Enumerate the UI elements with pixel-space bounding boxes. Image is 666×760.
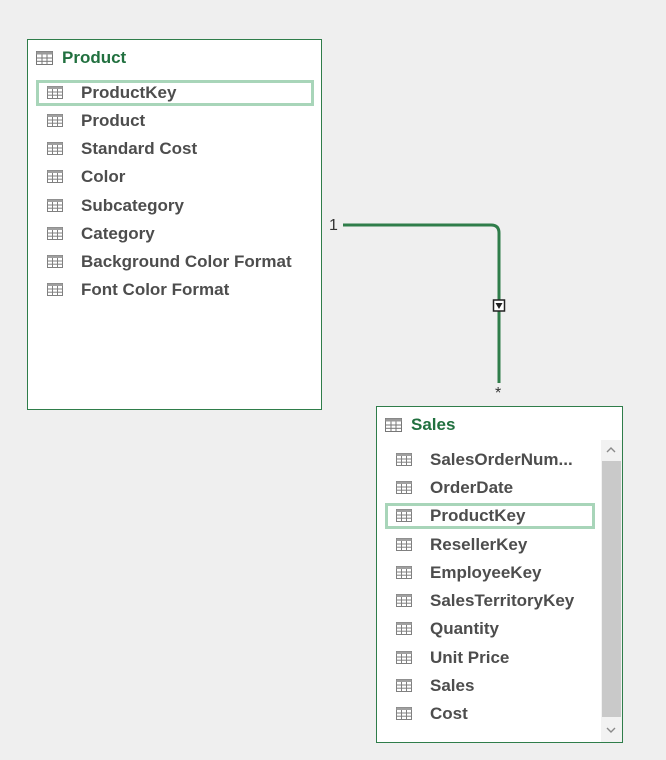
field-label: Color [81,167,126,186]
field-orderdate[interactable]: OrderDate [385,475,595,501]
field-table-icon [396,594,412,607]
field-label: Standard Cost [81,139,198,158]
field-table-icon [396,453,412,466]
field-label: Unit Price [430,648,510,667]
field-table-icon [47,227,63,240]
scroll-down-icon[interactable] [601,720,621,740]
table-icon [385,418,402,432]
cardinality-many-label: * [495,385,502,402]
field-label: Quantity [430,619,499,638]
direction-arrow-icon [492,299,506,312]
field-label: SalesTerritoryKey [430,591,575,610]
sales-scrollbar[interactable] [601,440,622,742]
sales-table[interactable]: Sales SalesOrderNum... OrderDate Product… [376,406,623,743]
scroll-up-icon[interactable] [601,440,621,460]
field-label: Cost [430,704,468,723]
product-table[interactable]: Product ProductKey Product Standard Cost… [27,39,322,410]
field-salesordernumber[interactable]: SalesOrderNum... [385,447,595,473]
scroll-thumb[interactable] [602,461,621,717]
field-label: Product [81,111,146,130]
field-font-color-format[interactable]: Font Color Format [36,277,314,303]
field-sales[interactable]: Sales [385,673,595,699]
field-label: Font Color Format [81,280,230,299]
field-table-icon [396,566,412,579]
field-label: Sales [430,676,475,695]
product-table-header[interactable]: Product [28,40,321,76]
field-productkey[interactable]: ProductKey [36,80,314,106]
field-employeekey[interactable]: EmployeeKey [385,560,595,586]
field-category[interactable]: Category [36,221,314,247]
field-table-icon [396,481,412,494]
field-resellerkey[interactable]: ResellerKey [385,532,595,558]
field-table-icon [396,622,412,635]
field-table-icon [47,283,63,296]
field-label: Subcategory [81,196,184,215]
field-table-icon [47,142,63,155]
field-table-icon [47,86,63,99]
field-table-icon [396,538,412,551]
field-table-icon [396,707,412,720]
field-cost[interactable]: Cost [385,701,595,727]
product-table-title: Product [62,48,127,67]
field-table-icon [396,651,412,664]
field-table-icon [47,255,63,268]
field-product[interactable]: Product [36,108,314,134]
field-salesterritorykey[interactable]: SalesTerritoryKey [385,588,595,614]
field-label: SalesOrderNum... [430,450,573,469]
field-background-color-format[interactable]: Background Color Format [36,249,314,275]
field-label: ProductKey [81,83,177,102]
field-standard-cost[interactable]: Standard Cost [36,136,314,162]
field-label: ResellerKey [430,535,528,554]
field-label: ProductKey [430,506,526,525]
field-unit-price[interactable]: Unit Price [385,645,595,671]
field-subcategory[interactable]: Subcategory [36,193,314,219]
field-table-icon [396,679,412,692]
sales-table-header[interactable]: Sales [377,407,622,443]
sales-table-title: Sales [411,415,456,434]
field-productkey[interactable]: ProductKey [385,503,595,529]
field-table-icon [396,509,412,522]
field-label: OrderDate [430,478,514,497]
field-table-icon [47,199,63,212]
table-icon [36,51,53,65]
field-label: Category [81,224,155,243]
field-table-icon [47,170,63,183]
cardinality-one-label: 1 [329,217,338,234]
field-label: Background Color Format [81,252,292,271]
field-color[interactable]: Color [36,164,314,190]
field-label: EmployeeKey [430,563,542,582]
field-table-icon [47,114,63,127]
field-quantity[interactable]: Quantity [385,616,595,642]
